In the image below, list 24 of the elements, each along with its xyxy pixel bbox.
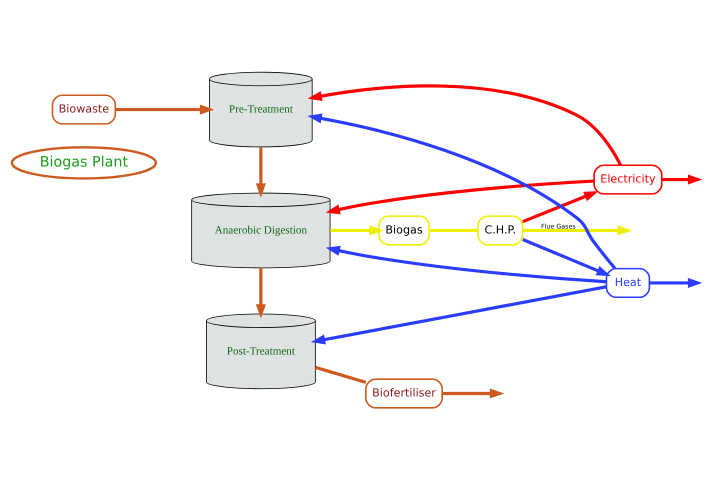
node-box: Electricity [593, 164, 663, 194]
connector [429, 228, 478, 232]
arrow [326, 245, 606, 283]
node-box: Heat [606, 267, 650, 298]
arrow [308, 84, 622, 166]
arrow [662, 174, 702, 184]
arrow [115, 104, 214, 114]
arrow [330, 224, 384, 235]
arrow [326, 178, 594, 214]
arrow [522, 238, 611, 276]
arrow [442, 388, 504, 398]
node-box: Biowaste [52, 94, 116, 124]
arrow [522, 190, 598, 223]
arrow [307, 112, 616, 269]
arrow [256, 146, 266, 198]
arrow [650, 277, 702, 288]
connector [314, 365, 366, 384]
node-box: Biogas [378, 214, 430, 246]
arrow [310, 284, 607, 344]
node-box: Biofertiliser [365, 378, 443, 408]
node-ellipse: Biogas Plant [10, 146, 158, 180]
node-box: C.H.P. [477, 214, 524, 246]
arrow [256, 267, 266, 318]
arrow [522, 224, 632, 235]
